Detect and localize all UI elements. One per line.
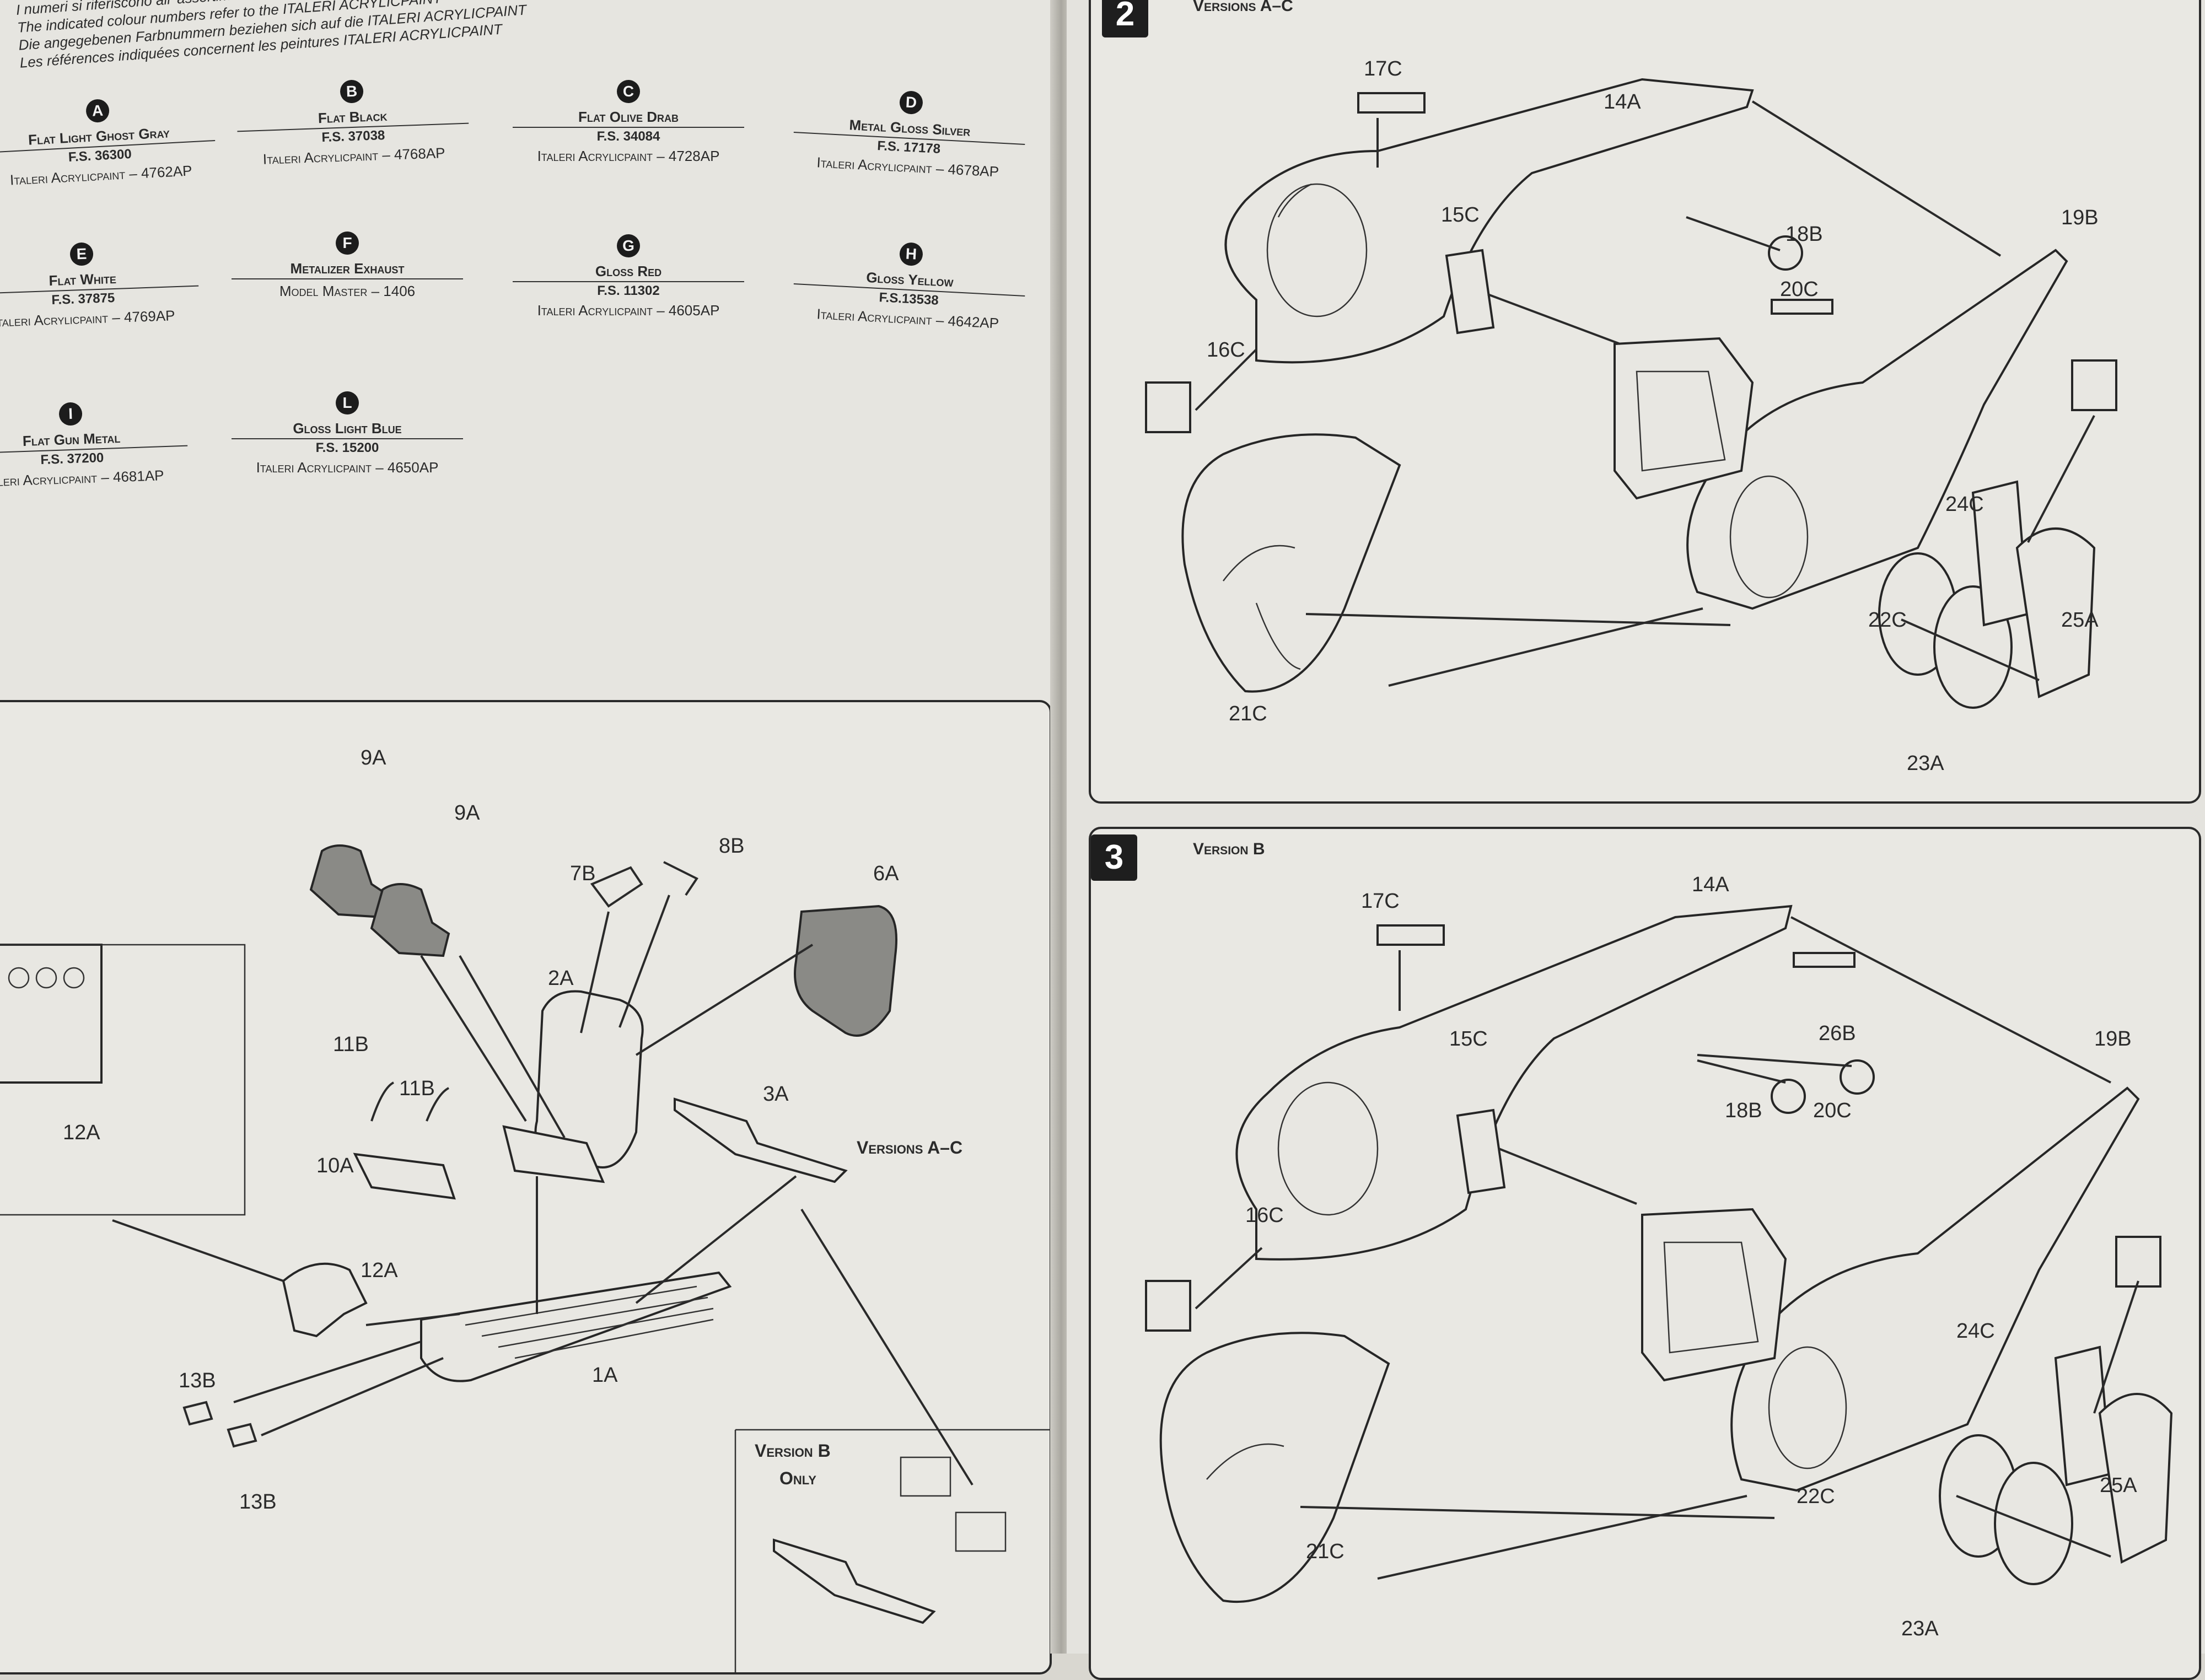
part-label: 17C [1364, 57, 1402, 80]
step2-drawing [1145, 78, 2117, 709]
part-label: 24C [1945, 493, 1984, 516]
part-label: 14A [1604, 90, 1641, 114]
part-label: 18B [1725, 1099, 1762, 1122]
paint-letter-badge: H [899, 242, 924, 267]
part-label: 3A [763, 1083, 789, 1106]
paint-letter-badge: E [69, 242, 94, 266]
part-label: 24C [1956, 1320, 1995, 1343]
part-label: 21C [1306, 1540, 1344, 1563]
part-label: 22C [1868, 609, 1907, 632]
paint-i: I Flat Gun Metal F.S. 37200 Italeri Acry… [0, 399, 189, 492]
part-label: 16C [1245, 1204, 1284, 1227]
paint-letter-badge: C [617, 80, 640, 103]
part-label: 18B [1785, 223, 1823, 246]
part-label: 26B [1819, 1022, 1856, 1045]
right-page: 2 Versions A–C [1067, 0, 2205, 1680]
part-label: 15C [1441, 203, 1480, 227]
paint-letter-badge: B [340, 79, 364, 104]
part-label: 19B [2061, 206, 2099, 229]
part-label: 16C [1207, 338, 1245, 362]
paint-letter-badge: A [85, 99, 110, 123]
paint-letter-badge: G [617, 234, 640, 257]
paint-l: L Gloss Light Blue F.S. 15200 Italeri Ac… [232, 391, 463, 476]
step1-frame: 9A 9A 7B 8B 6A 2A 11B 11B 10A 12A 12A 3A… [0, 700, 1052, 1674]
part-label: 8B [719, 834, 745, 858]
version-b-note: Only [779, 1468, 816, 1488]
paint-code: Italeri Acrylicpaint – 4728AP [537, 148, 720, 164]
paint-name: Metalizer Exhaust [232, 260, 463, 279]
paint-code: Italeri Acrylicpaint – 4605AP [537, 302, 720, 319]
left-page: I numeri si riferiscono all' assortiment… [0, 0, 1056, 1674]
part-label: 12A [63, 1121, 100, 1144]
part-label: 13B [239, 1490, 277, 1514]
version-b-note: Version B [755, 1441, 831, 1461]
part-label: 25A [2100, 1474, 2137, 1497]
part-label: 11B [333, 1033, 369, 1056]
paint-fs: F.S. 34084 [596, 129, 660, 144]
part-label: 12A [361, 1259, 398, 1282]
paint-name: Gloss Red [513, 263, 744, 282]
paint-b: B Flat Black F.S. 37038 Italeri Acrylicp… [235, 76, 470, 169]
paint-letter-badge: L [336, 391, 359, 414]
paint-f: F Metalizer Exhaust Model Master – 1406 [232, 231, 463, 300]
part-label: 17C [1361, 890, 1400, 913]
paint-name: Flat Olive Drab [513, 109, 744, 128]
paint-code: Italeri Acrylicpaint – 4768AP [262, 144, 445, 168]
step2-frame: 2 Versions A–C [1089, 0, 2201, 804]
part-label: 14A [1692, 873, 1729, 896]
paint-letter-badge: F [336, 231, 359, 255]
step-number: 3 [1091, 834, 1137, 881]
part-label: 25A [2061, 609, 2099, 632]
paint-g: G Gloss Red F.S. 11302 Italeri Acrylicpa… [513, 234, 744, 319]
part-label: 2A [548, 967, 574, 990]
versions-note: Versions A–C [857, 1138, 963, 1157]
part-label: 6A [873, 862, 899, 885]
paint-letter-badge: D [899, 90, 924, 115]
paint-code: Italeri Acrylicpaint – 4769AP [0, 307, 175, 330]
part-label: 22C [1797, 1485, 1835, 1508]
paint-intro: I numeri si riferiscono all' assortiment… [15, 0, 528, 72]
part-label: 21C [1229, 702, 1267, 725]
part-label: 15C [1449, 1027, 1488, 1051]
step3-drawing [1145, 904, 2173, 1603]
part-label: 1A [592, 1364, 618, 1387]
step-version: Versions A–C [1193, 0, 1293, 15]
paint-h: H Gloss Yellow F.S.13538 Italeri Acrylic… [792, 236, 1027, 333]
part-label: 23A [1907, 752, 1944, 775]
paint-code: Model Master – 1406 [279, 283, 416, 299]
part-label: 20C [1780, 278, 1819, 301]
part-label: 7B [570, 862, 596, 885]
step3-frame: 3 Version B [1089, 827, 2201, 1680]
paint-fs: F.S. 15200 [315, 440, 379, 455]
paint-a: A Flat Light Ghost Gray F.S. 36300 Itale… [0, 93, 217, 190]
paint-code: Italeri Acrylicpaint – 4650AP [256, 459, 439, 476]
paint-e: E Flat White F.S. 37875 Italeri Acrylicp… [0, 239, 200, 332]
paint-d: D Metal Gloss Silver F.S. 17178 Italeri … [792, 85, 1027, 182]
paint-code: Italeri Acrylicpaint – 4681AP [0, 467, 164, 490]
paint-fs: F.S. 11302 [597, 283, 660, 298]
part-label: 13B [179, 1369, 216, 1392]
part-label: 10A [316, 1154, 354, 1177]
part-label: 19B [2094, 1027, 2132, 1051]
paint-c: C Flat Olive Drab F.S. 34084 Italeri Acr… [513, 80, 744, 165]
paint-letter-badge: I [58, 402, 83, 426]
step1-drawing [0, 844, 1050, 1672]
part-label: 11B [399, 1077, 435, 1100]
part-label: 9A [454, 801, 480, 825]
step-number: 2 [1102, 0, 1148, 37]
part-label: 9A [361, 746, 386, 769]
step-version: Version B [1193, 840, 1265, 858]
part-label: 20C [1813, 1099, 1852, 1122]
part-label: 23A [1901, 1617, 1939, 1640]
paint-name: Gloss Light Blue [232, 420, 463, 439]
